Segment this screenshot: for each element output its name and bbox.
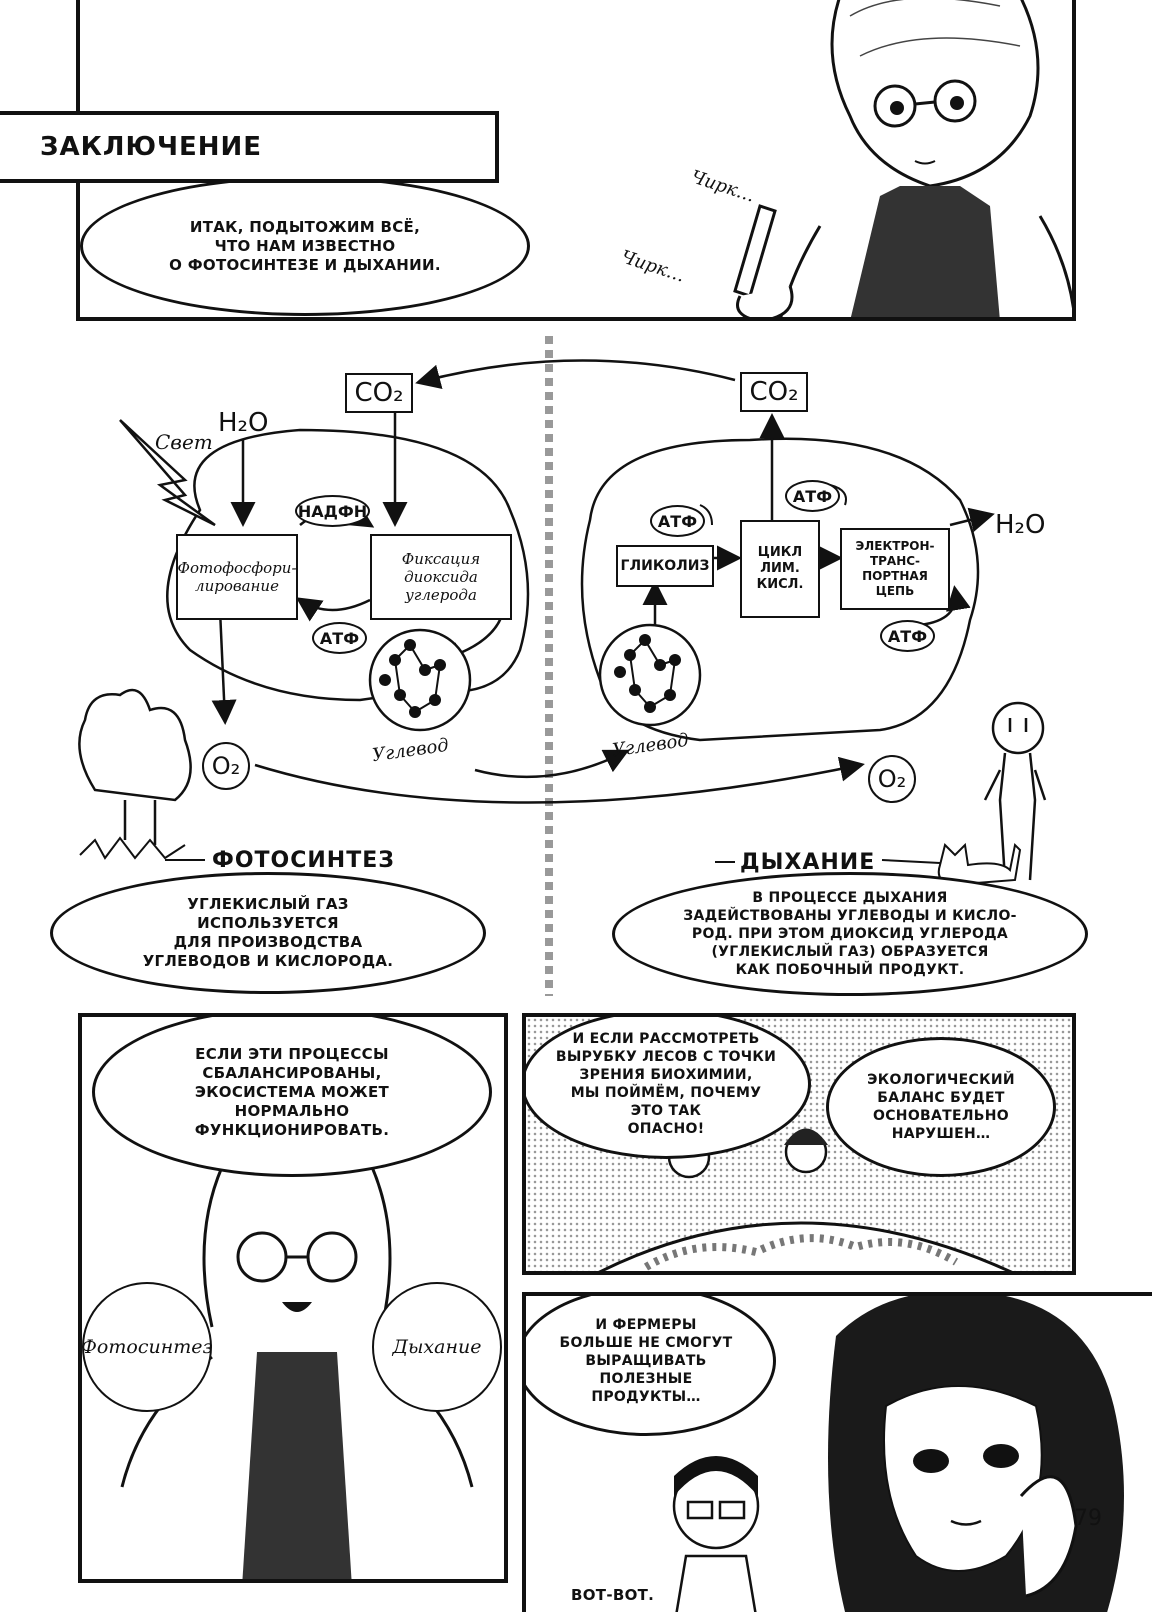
glycolysis-text: ГЛИКОЛИЗ (620, 558, 710, 574)
atp-pill-right-2: АТФ (785, 480, 840, 512)
girl-illustration (828, 1296, 1124, 1612)
photosynthesis-caption-bubble: УГЛЕКИСЛЫЙ ГАЗ ИСПОЛЬЗУЕТСЯ ДЛЯ ПРОИЗВОД… (50, 872, 486, 994)
boy-illustration (672, 1456, 760, 1612)
atp-right-3-text: АТФ (887, 626, 928, 646)
respiration-caption: В ПРОЦЕССЕ ДЫХАНИЯ ЗАДЕЙСТВОВАНЫ УГЛЕВОД… (683, 890, 1017, 978)
light-label: Свет (155, 430, 213, 454)
panel-deforestation: И ЕСЛИ РАССМОТРЕТЬ ВЫРУБКУ ЛЕСОВ С ТОЧКИ… (522, 1013, 1076, 1275)
carbohydrate-molecule-right (598, 623, 702, 727)
o2-circle-left: O₂ (202, 742, 250, 790)
speech-bubble-deforestation: И ЕСЛИ РАССМОТРЕТЬ ВЫРУБКУ ЛЕСОВ С ТОЧКИ… (526, 1017, 811, 1159)
ball-respiration-text: Дыхание (392, 1336, 482, 1358)
diagram-divider (545, 336, 553, 996)
electron-transport-text: ЭЛЕКТРОН- ТРАНС- ПОРТНАЯ ЦЕПЬ (855, 539, 935, 598)
speech-ecology-text: ЭКОЛОГИЧЕСКИЙ БАЛАНС БУДЕТ ОСНОВАТЕЛЬНО … (867, 1072, 1015, 1142)
speech-bubble-balance: ЕСЛИ ЭТИ ПРОЦЕССЫ СБАЛАНСИРОВАНЫ, ЭКОСИС… (92, 1017, 492, 1177)
speech-bubble-ecology: ЭКОЛОГИЧЕСКИЙ БАЛАНС БУДЕТ ОСНОВАТЕЛЬНО … (826, 1037, 1056, 1177)
teacher-illustration (733, 0, 1072, 317)
photophosphorylation-text: Фотофосфори- лирование (177, 559, 297, 595)
atp-pill-right-1: АТФ (650, 505, 705, 537)
panel-balance: ЕСЛИ ЭТИ ПРОЦЕССЫ СБАЛАНСИРОВАНЫ, ЭКОСИС… (78, 1013, 508, 1583)
atp-right-2-text: АТФ (792, 486, 833, 506)
speech-agree-text: ВОТ-ВОТ. (571, 1586, 655, 1604)
co2-box-left: CO₂ (345, 373, 413, 413)
nadph-pill: НАДФН (295, 495, 370, 527)
ball-photosynthesis-text: Фотосинтез (81, 1336, 213, 1358)
page-number: 79 (1074, 1506, 1102, 1531)
carbon-fixation-box: Фиксация диоксида углерода (370, 534, 512, 620)
carbohydrate-molecule-left (368, 628, 472, 732)
co2-box-right: CO₂ (740, 372, 808, 412)
respiration-caption-bubble: В ПРОЦЕССЕ ДЫХАНИЯ ЗАДЕЙСТВОВАНЫ УГЛЕВОД… (612, 872, 1088, 996)
speech-farmers-text: И ФЕРМЕРЫ БОЛЬШЕ НЕ СМОГУТ ВЫРАЩИВАТЬ ПО… (559, 1317, 733, 1405)
stick-figure-illustration (983, 701, 1047, 881)
photophosphorylation-box: Фотофосфори- лирование (176, 534, 298, 620)
atp-pill-left: АТФ (312, 622, 367, 654)
o2-circle-right: O₂ (868, 755, 916, 803)
tree-illustration (78, 688, 192, 860)
section-title-box: ЗАКЛЮЧЕНИЕ (0, 111, 499, 183)
diagram-lines (78, 359, 1047, 887)
speech-bubble-farmers: И ФЕРМЕРЫ БОЛЬШЕ НЕ СМОГУТ ВЫРАЩИВАТЬ ПО… (526, 1296, 776, 1436)
o2-left-text: O₂ (211, 752, 241, 780)
atp-left-text: АТФ (319, 628, 360, 648)
co2-left-text: CO₂ (354, 378, 404, 408)
nadph-text: НАДФН (297, 501, 368, 521)
sfx-chirk-2: Чирк… (618, 246, 688, 287)
ball-photosynthesis: Фотосинтез (81, 1282, 213, 1412)
o2-right-text: O₂ (877, 765, 907, 793)
respiration-label: ДЫХАНИЕ (740, 850, 876, 875)
speech-bubble-intro: ИТАК, ПОДЫТОЖИМ ВСЁ, ЧТО НАМ ИЗВЕСТНО О … (80, 176, 530, 316)
atp-pill-right-3: АТФ (880, 620, 935, 652)
section-title: ЗАКЛЮЧЕНИЕ (40, 132, 263, 162)
speech-intro-text: ИТАК, ПОДЫТОЖИМ ВСЁ, ЧТО НАМ ИЗВЕСТНО О … (169, 217, 441, 274)
panel-farmers: И ФЕРМЕРЫ БОЛЬШЕ НЕ СМОГУТ ВЫРАЩИВАТЬ ПО… (522, 1292, 1152, 1612)
citric-acid-cycle-box: ЦИКЛ ЛИМ. КИСЛ. (740, 520, 820, 618)
glycolysis-box: ГЛИКОЛИЗ (616, 545, 714, 587)
speech-balance-text: ЕСЛИ ЭТИ ПРОЦЕССЫ СБАЛАНСИРОВАНЫ, ЭКОСИС… (194, 1044, 390, 1139)
h2o-label-right: H₂O (995, 510, 1046, 540)
co2-right-text: CO₂ (749, 377, 799, 407)
electron-transport-box: ЭЛЕКТРОН- ТРАНС- ПОРТНАЯ ЦЕПЬ (840, 528, 950, 610)
citric-acid-cycle-text: ЦИКЛ ЛИМ. КИСЛ. (756, 545, 804, 592)
carbon-fixation-text: Фиксация диоксида углерода (401, 550, 481, 604)
speech-deforestation-text: И ЕСЛИ РАССМОТРЕТЬ ВЫРУБКУ ЛЕСОВ С ТОЧКИ… (555, 1031, 777, 1137)
photosynthesis-label: ФОТОСИНТЕЗ (212, 848, 395, 873)
photosynthesis-caption: УГЛЕКИСЛЫЙ ГАЗ ИСПОЛЬЗУЕТСЯ ДЛЯ ПРОИЗВОД… (142, 895, 394, 970)
ball-respiration: Дыхание (372, 1282, 502, 1412)
h2o-label-left: H₂O (218, 408, 269, 438)
atp-right-1-text: АТФ (657, 511, 698, 531)
